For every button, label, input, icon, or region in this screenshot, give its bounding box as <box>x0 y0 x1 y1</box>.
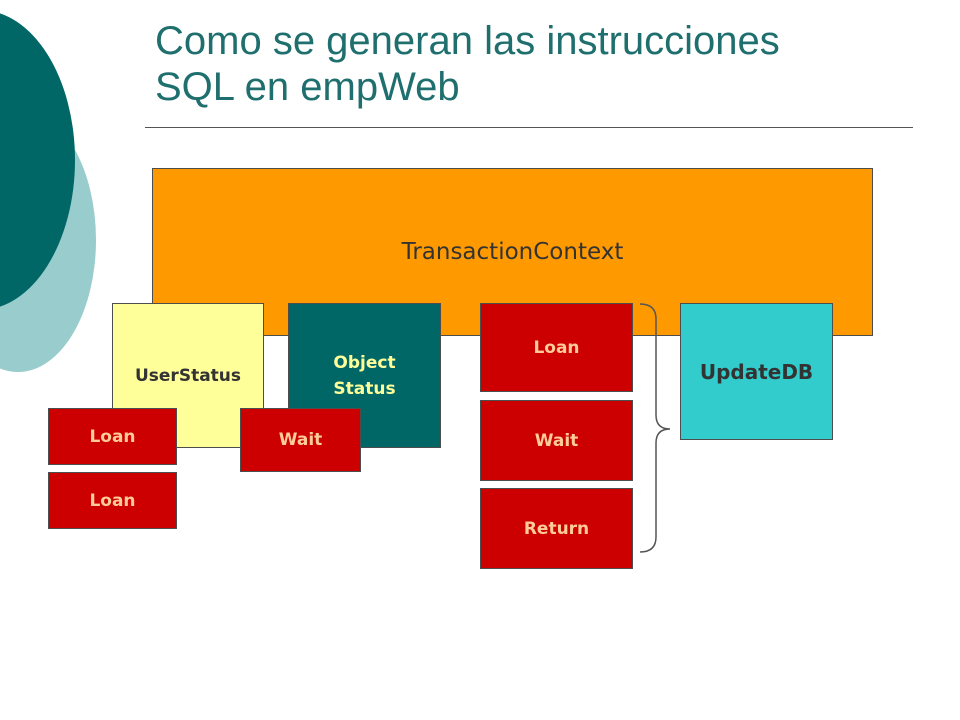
update-db-label: UpdateDB <box>699 359 814 384</box>
slide-title-line-2: SQL en empWeb <box>155 65 460 109</box>
dark-teal-arc <box>0 13 75 307</box>
slide-title: Como se generan las instrucciones SQL en… <box>155 18 915 110</box>
user-loan-label-1: Loan <box>89 426 136 447</box>
queue-loan-box: Loan <box>480 303 633 392</box>
object-status-label-line-2: Status <box>333 378 396 399</box>
user-loan-box-1: Loan <box>48 408 177 465</box>
brace-stroke <box>639 303 671 553</box>
slide-decoration <box>0 13 96 372</box>
user-status-label: UserStatus <box>134 365 242 386</box>
user-status-box: UserStatus <box>112 303 264 448</box>
queue-wait-label: Wait <box>534 430 579 451</box>
queue-loan-label: Loan <box>533 337 580 358</box>
queue-return-box: Return <box>480 488 633 569</box>
user-loan-box-2: Loan <box>48 472 177 529</box>
update-db-box: UpdateDB <box>680 303 833 440</box>
object-status-label: Object Status <box>333 350 395 402</box>
object-wait-label: Wait <box>278 430 323 450</box>
object-status-label-line-1: Object <box>333 352 396 373</box>
queue-wait-box: Wait <box>480 400 633 481</box>
right-curly-brace <box>639 303 671 553</box>
object-wait-box: Wait <box>240 408 361 472</box>
queue-return-label: Return <box>523 518 590 539</box>
user-loan-label-2: Loan <box>89 490 136 511</box>
transaction-context-label: TransactionContext <box>401 239 624 265</box>
title-divider <box>145 127 913 128</box>
slide-title-line-1: Como se generan las instrucciones <box>155 19 780 63</box>
